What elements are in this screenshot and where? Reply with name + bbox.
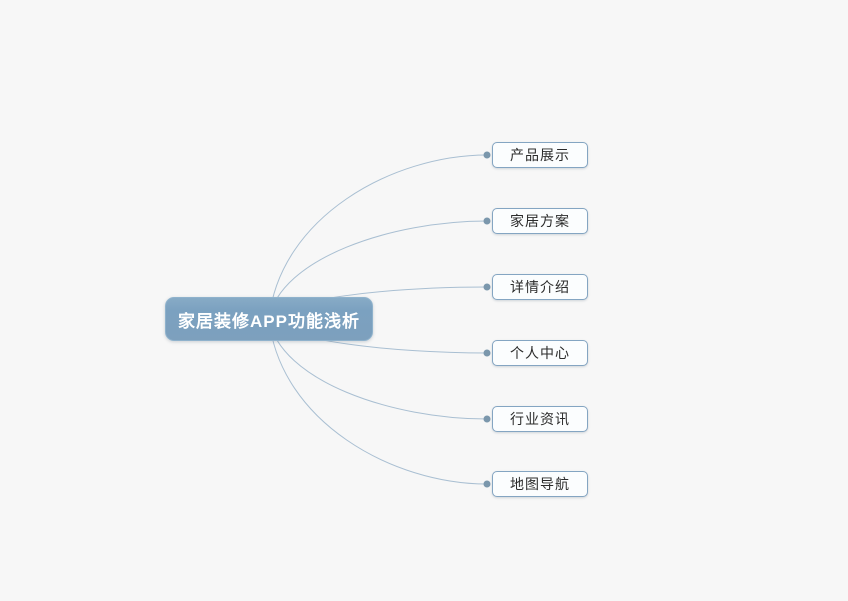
subtopic-label: 行业资讯 [510,411,570,427]
subtopic-label: 地图导航 [510,476,570,492]
subtopic-node[interactable]: 详情介绍 [492,274,588,300]
subtopic-label: 家居方案 [510,213,570,229]
connector-dot [483,217,491,225]
root-topic-label: 家居装修APP功能浅析 [178,311,360,331]
connector-curve [268,220,488,320]
connector-dot [483,349,491,357]
connector-curve [268,318,488,420]
subtopic-node[interactable]: 个人中心 [492,340,588,366]
subtopic-label: 详情介绍 [510,279,570,295]
subtopic-node[interactable]: 行业资讯 [492,406,588,432]
subtopic-label: 个人中心 [510,345,570,361]
root-topic-node[interactable]: 家居装修APP功能浅析 [165,297,373,341]
connector-curve [268,154,488,320]
subtopic-node[interactable]: 产品展示 [492,142,588,168]
connector-dot [483,151,491,159]
subtopic-label: 产品展示 [510,147,570,163]
subtopic-node[interactable]: 家居方案 [492,208,588,234]
connector-dot [483,480,491,488]
connector-dot [483,283,491,291]
subtopic-node[interactable]: 地图导航 [492,471,588,497]
connector-curve [268,318,488,485]
connector-dot [483,415,491,423]
